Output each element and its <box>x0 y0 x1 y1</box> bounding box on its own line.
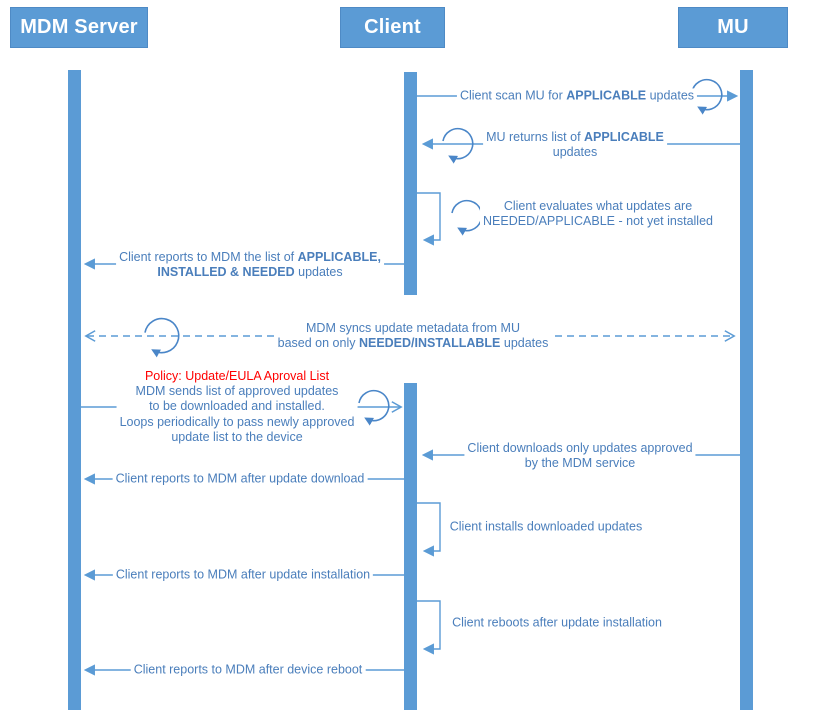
message-report-reboot-text: Client reports to MDM after device reboo… <box>133 662 363 677</box>
message-report-list-bold1: APPLICABLE, <box>297 249 381 264</box>
message-install-text: Client installs downloaded updates <box>449 519 643 534</box>
message-evaluate-line1: Client evaluates what updates are <box>503 198 693 213</box>
message-returns-text: MU returns list of <box>486 129 585 144</box>
actor-box-client: Client <box>340 7 445 48</box>
actor-box-mu: MU <box>678 7 788 48</box>
message-evaluate: Client evaluates what updates are NEEDED… <box>480 198 716 230</box>
message-scan-text: Client scan MU for <box>459 88 567 103</box>
message-sync-bold: NEEDED/INSTALLABLE <box>358 336 501 350</box>
loop-icon-returns <box>442 127 474 164</box>
loop-icon-scan <box>691 78 723 115</box>
message-returns-bold: APPLICABLE <box>584 129 664 144</box>
message-install: Client installs downloaded updates <box>446 519 646 535</box>
message-sync: MDM syncs update metadata from MU based … <box>274 320 552 352</box>
actor-label-client: Client <box>364 16 421 38</box>
message-download-line1: Client downloads only updates approved <box>467 440 693 455</box>
message-scan: Client scan MU for APPLICABLE updates <box>456 88 698 104</box>
lifeline-mu <box>740 70 753 710</box>
actor-label-mu: MU <box>717 16 749 38</box>
selfloop-client-installs <box>417 502 441 557</box>
message-policy-line2: to be downloaded and installed. <box>149 399 325 414</box>
actor-box-mdm-server: MDM Server <box>10 7 148 48</box>
message-sync-text2: updates <box>500 336 549 350</box>
policy-title: Policy: Update/EULA Aproval List <box>144 368 330 383</box>
message-reboot-text: Client reboots after update installation <box>452 615 662 630</box>
selfloop-client-evaluates <box>417 192 441 246</box>
message-scan-text2: updates <box>646 88 695 103</box>
message-report-list-text2: updates <box>294 265 343 279</box>
message-report-download: Client reports to MDM after update downl… <box>112 471 368 487</box>
message-report-install-text: Client reports to MDM after update insta… <box>115 567 371 582</box>
lifeline-mdm-server <box>68 70 81 710</box>
loop-icon-approved <box>358 389 390 426</box>
message-sync-text: based on only <box>277 336 359 350</box>
message-policy: Policy: Update/EULA Aproval List MDM sen… <box>116 368 358 446</box>
loop-icon-evaluate <box>451 199 483 236</box>
message-policy-line3: Loops periodically to pass newly approve… <box>119 414 355 429</box>
message-report-download-text: Client reports to MDM after update downl… <box>115 471 365 486</box>
message-sync-line1: MDM syncs update metadata from MU <box>306 320 520 335</box>
actor-label-mdm-server: MDM Server <box>20 16 138 38</box>
message-returns: MU returns list of APPLICABLE updates <box>483 129 667 161</box>
lifeline-client-lower <box>404 383 417 710</box>
lifeline-client-upper <box>404 72 417 295</box>
message-download-line2: by the MDM service <box>524 456 636 470</box>
message-scan-bold: APPLICABLE <box>566 88 647 103</box>
message-report-reboot: Client reports to MDM after device reboo… <box>130 662 366 678</box>
message-policy-line4: update list to the device <box>171 429 303 444</box>
message-report-list-text: Client reports to MDM the list of <box>119 249 298 264</box>
message-report-list: Client reports to MDM the list of APPLIC… <box>116 249 384 281</box>
loop-icon-sync <box>144 317 180 358</box>
message-policy-line1: MDM sends list of approved updates <box>135 384 339 399</box>
message-returns-line2: updates <box>552 145 598 159</box>
message-download: Client downloads only updates approved b… <box>464 440 696 472</box>
message-report-install: Client reports to MDM after update insta… <box>112 567 374 583</box>
message-reboot: Client reboots after update installation <box>449 615 665 631</box>
message-evaluate-line2: NEEDED/APPLICABLE - not yet installed <box>483 214 713 228</box>
selfloop-client-reboots <box>417 600 441 655</box>
message-report-list-bold2: INSTALLED & NEEDED <box>157 265 295 279</box>
